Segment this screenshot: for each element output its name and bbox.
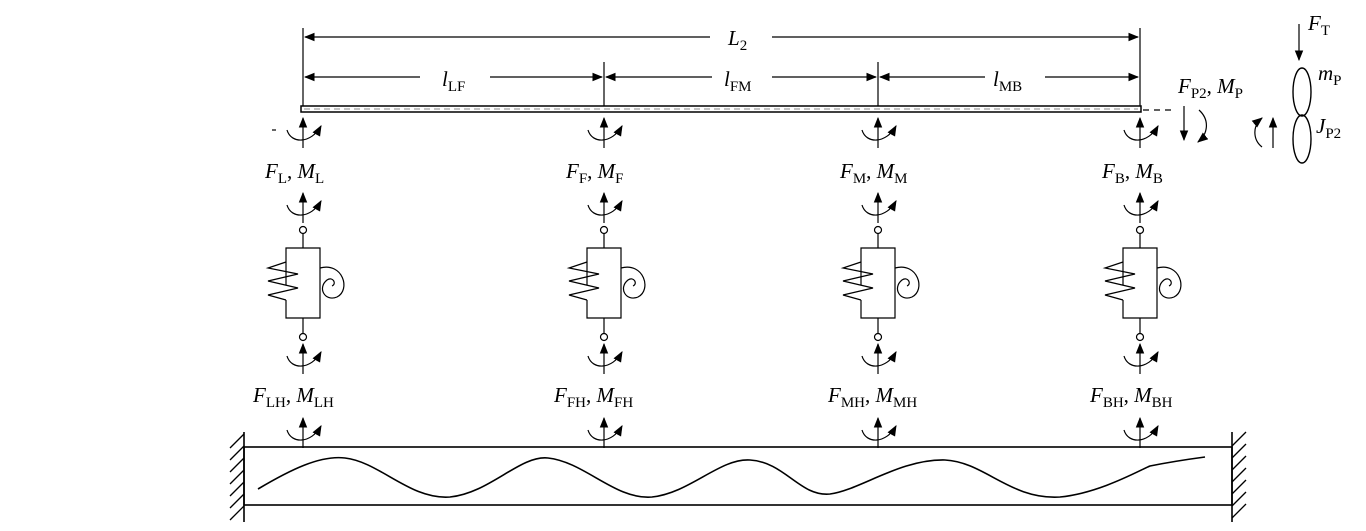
dimension-L2: L2 [727,26,747,54]
support-B-top-label: FB, MB [1101,159,1163,187]
support-M-bottom-label: FMH, MMH [827,383,917,411]
tip-inertia-label: JP2 [1316,114,1341,142]
tip-mass-label: mP [1318,61,1342,89]
support-F-top-label: FF, MF [565,159,624,187]
foundation-wave [257,456,1206,498]
tip-loads [1179,24,1312,164]
tip-load-label: FT [1307,11,1330,39]
support-F: FF, MF FFH, MFH [553,116,646,448]
tip-mass-ellipse [1292,67,1312,117]
support-F-bottom-label: FFH, MFH [553,383,633,411]
tip-force-moment-label: FP2, MP [1177,74,1243,102]
support-B: FB, MB FBH, MBH [1089,116,1182,448]
tip-moment-arrow [1197,109,1209,143]
supports: FL, ML FLH, MLH FF, MF FFH, MFH FM, MM FMH, M… [252,116,1182,448]
dimension-lLF: lLF [442,67,465,95]
beam [272,105,1175,131]
foundation [229,431,1247,522]
support-B-bottom-label: FBH, MBH [1089,383,1173,411]
support-L: FL, ML FLH, MLH [252,116,345,448]
dimension-lMB: lMB [993,67,1022,95]
dimension-lines [302,28,1141,106]
support-L-top-label: FL, ML [264,159,324,187]
support-M: FM, MM FMH, MMH [827,116,920,448]
support-M-top-label: FM, MM [839,159,908,187]
tip-inertia-ellipse [1292,114,1312,164]
tip-rotation-arrow [1251,117,1263,148]
support-L-bottom-label: FLH, MLH [252,383,334,411]
dimension-lFM: lFM [724,67,752,95]
